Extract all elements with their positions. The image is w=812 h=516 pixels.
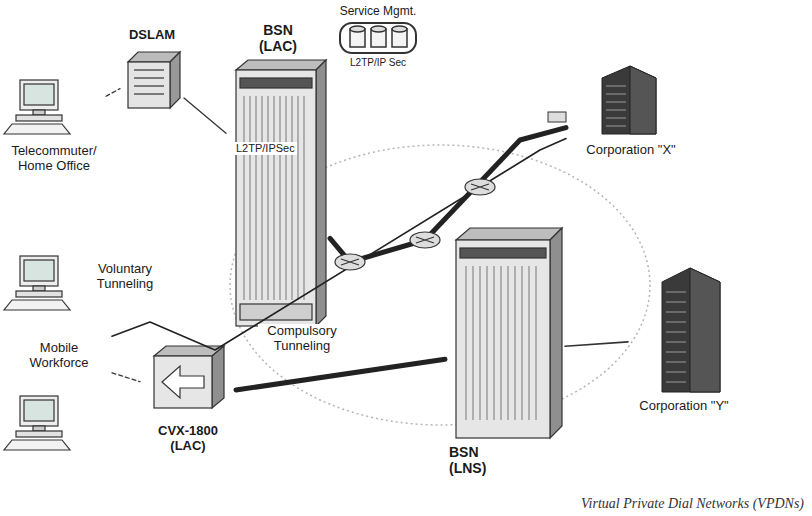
dslam-device bbox=[128, 52, 180, 108]
service-database bbox=[340, 23, 416, 53]
bsn-chassis bbox=[236, 60, 326, 326]
node-label: Telecommuter/ Home Office bbox=[6, 144, 102, 174]
bsn-node: BSN (LAC) bbox=[226, 22, 330, 332]
link-line bbox=[112, 139, 566, 350]
annotation-label: Voluntary Tunneling bbox=[90, 262, 160, 292]
computer-icon bbox=[4, 256, 70, 310]
network-link bbox=[330, 128, 566, 262]
network-link bbox=[184, 98, 226, 133]
router-symbol bbox=[335, 254, 365, 270]
link-line bbox=[184, 98, 226, 133]
node-label: Corporation "X" bbox=[586, 143, 675, 158]
dslam-node: DSLAM bbox=[120, 28, 184, 114]
link-line bbox=[330, 128, 566, 262]
corporation-building bbox=[662, 268, 720, 392]
node-sublabel: L2TP/IP Sec bbox=[350, 57, 406, 69]
link-line bbox=[106, 89, 120, 97]
annotation-label: L2TP/IPSec bbox=[234, 142, 297, 155]
corporation-node: Corporation "Y" bbox=[628, 262, 740, 414]
node-label: CVX-1800 (LAC) bbox=[146, 424, 230, 454]
computer-icon bbox=[4, 396, 70, 450]
link-line bbox=[565, 342, 628, 346]
endpoint-node: Telecommuter/ Home Office bbox=[2, 76, 106, 174]
link-line bbox=[112, 373, 140, 382]
corporation-node: Corporation "X" bbox=[566, 62, 696, 158]
node-label: Mobile Workforce bbox=[19, 341, 99, 371]
node-label: Corporation "Y" bbox=[639, 399, 728, 414]
service-node: Service Mgmt. L2TP/IP Sec bbox=[334, 5, 422, 68]
node-label: Service Mgmt. bbox=[340, 5, 417, 19]
node-label: BSN (LAC) bbox=[250, 22, 306, 54]
cvx-device bbox=[154, 346, 224, 408]
router-symbol bbox=[465, 179, 495, 195]
computer-icon bbox=[4, 80, 70, 134]
node-label: BSN (LNS) bbox=[449, 444, 505, 476]
network-link bbox=[106, 89, 120, 97]
endpoint-node: Mobile Workforce bbox=[6, 250, 112, 462]
figure-caption: Virtual Private Dial Networks (VPDNs) bbox=[581, 496, 804, 512]
link-line bbox=[236, 359, 445, 390]
annotation-label: Compulsory Tunneling bbox=[258, 324, 346, 354]
network-link bbox=[112, 373, 140, 382]
network-link bbox=[236, 359, 445, 390]
network-link bbox=[565, 342, 628, 346]
cvx-node: CVX-1800 (LAC) bbox=[140, 340, 236, 454]
network-link bbox=[112, 139, 566, 350]
node-label: DSLAM bbox=[129, 28, 175, 43]
bsn-node: BSN (LNS) bbox=[445, 225, 565, 476]
bsn-chassis bbox=[456, 228, 562, 438]
router-symbol bbox=[410, 232, 440, 248]
corporation-building bbox=[548, 66, 656, 134]
